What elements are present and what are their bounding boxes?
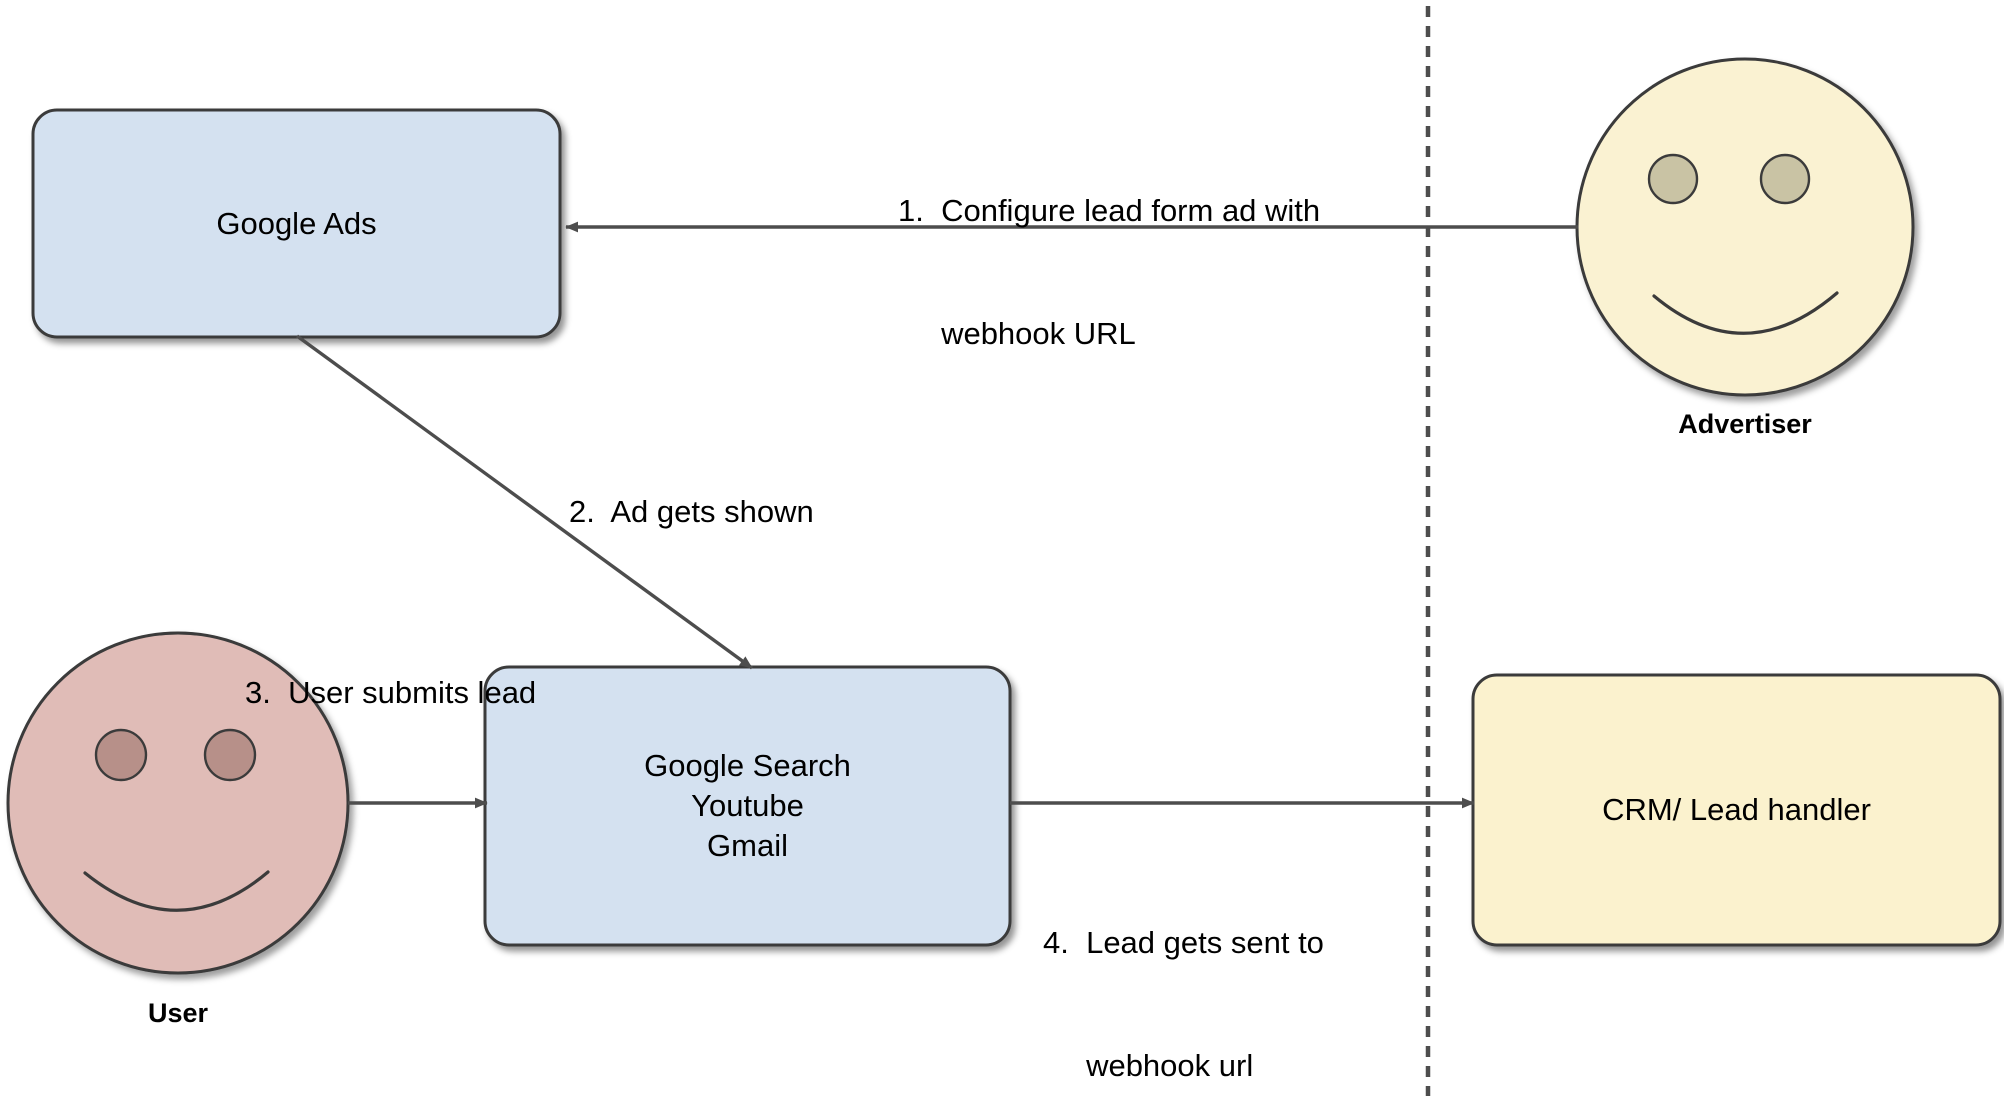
actor-advertiser-caption: Advertiser: [1678, 409, 1812, 439]
edge-1-label-line-2: webhook URL: [898, 316, 1136, 351]
actor-user-caption: User: [147, 998, 209, 1028]
edge-1-label: 1. Configure lead form ad with webhook U…: [898, 108, 1418, 436]
advertiser-face-icon: [1575, 57, 1915, 397]
advertiser-right-eye-icon: [1759, 153, 1811, 205]
edge-3-label-line-1: 3. User submits lead: [245, 675, 537, 710]
actor-advertiser[interactable]: [1575, 57, 1915, 397]
edge-4-label-line-1: 4. Lead gets sent to: [1043, 925, 1324, 960]
edge-1-label-line-1: 1. Configure lead form ad with: [898, 193, 1321, 228]
edge-google-ads-to-google-properties: [295, 334, 754, 670]
edge-4-label: 4. Lead gets sent to webhook url: [1043, 840, 1443, 1116]
user-smile-icon: [83, 870, 270, 912]
edge-4-label-line-2: webhook url: [1043, 1048, 1254, 1083]
edge-2-label: 2. Ad gets shown: [569, 409, 989, 614]
advertiser-smile-icon: [1652, 291, 1839, 335]
actor-user[interactable]: [6, 631, 350, 975]
node-crm-lead-handler[interactable]: [1471, 673, 2002, 947]
edge-3-label: 3. User submits lead: [245, 590, 645, 795]
user-left-eye-icon: [94, 728, 148, 782]
node-google-ads[interactable]: [31, 108, 562, 339]
edge-2-label-line-1: 2. Ad gets shown: [569, 494, 814, 529]
user-right-eye-icon: [203, 728, 257, 782]
advertiser-left-eye-icon: [1647, 153, 1699, 205]
